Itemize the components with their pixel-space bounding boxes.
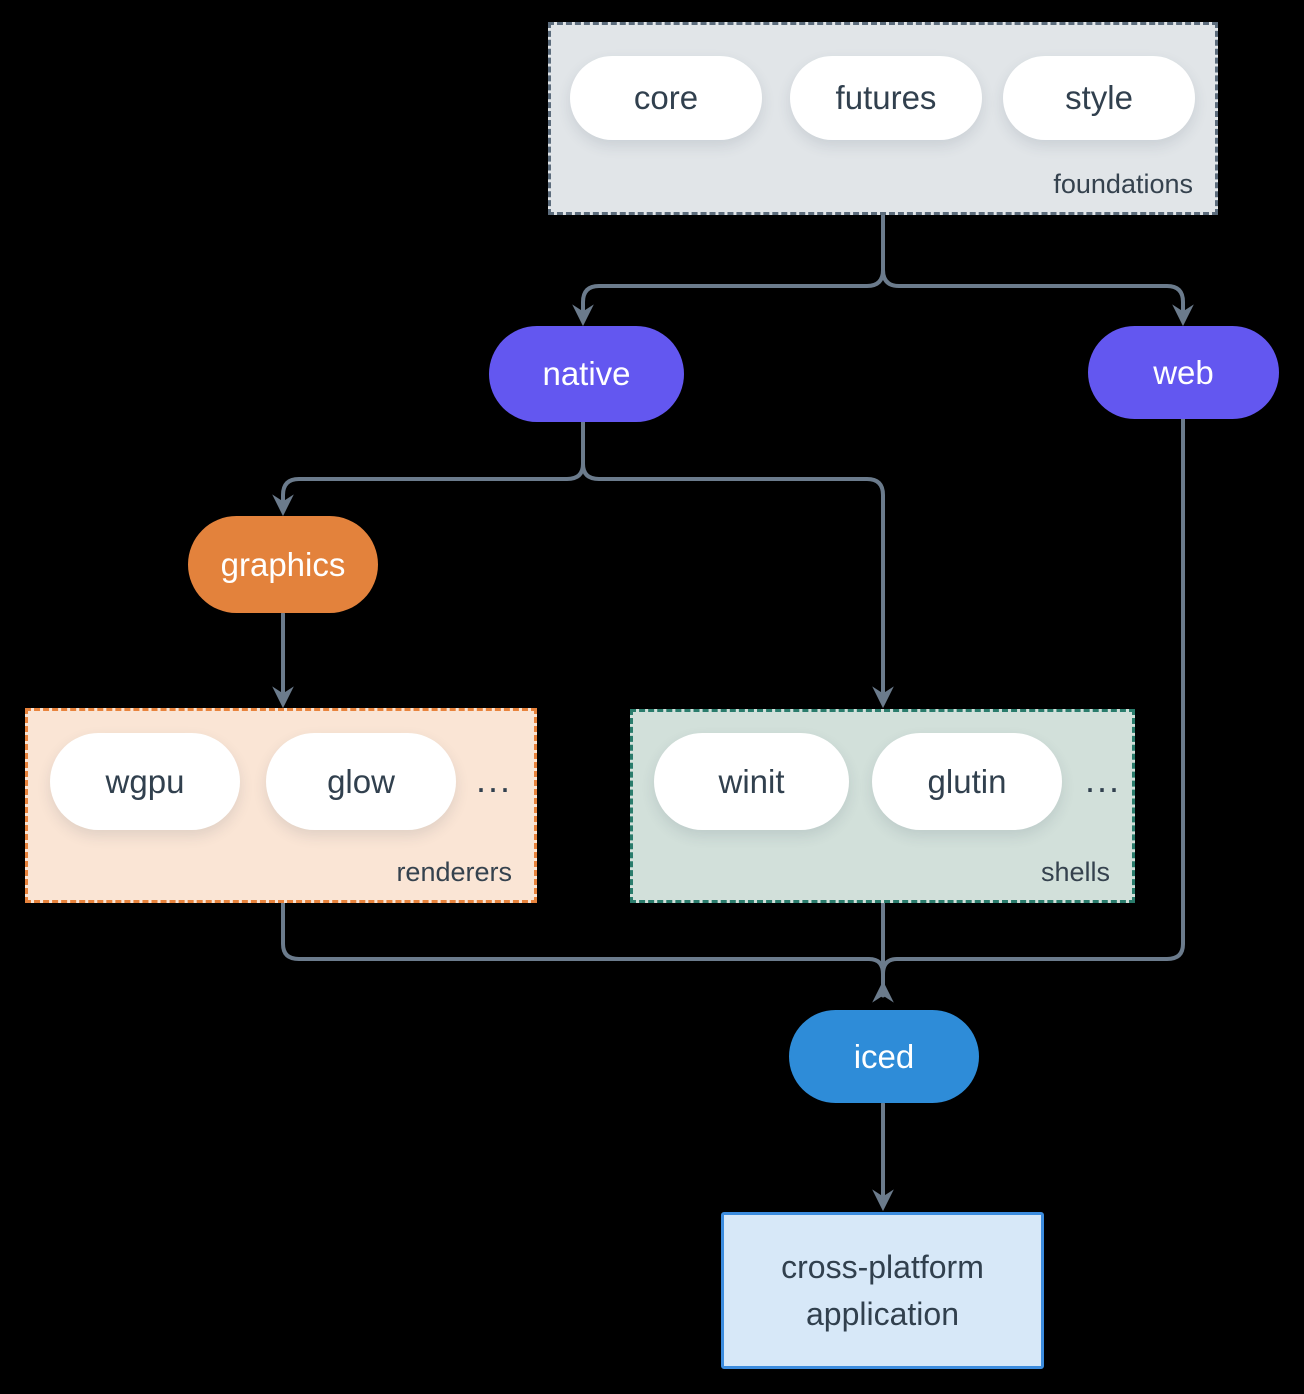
node-graphics: graphics	[188, 516, 378, 613]
edge-renderers-iced	[281, 901, 885, 976]
node-graphics-label: graphics	[220, 545, 346, 583]
node-glutin: glutin	[872, 733, 1062, 830]
app-label-line1: cross-platform	[781, 1248, 984, 1285]
node-glutin-label: glutin	[927, 762, 1007, 800]
edge-native-graphics	[272, 420, 585, 517]
node-iced-label: iced	[853, 1037, 915, 1075]
shells-group: winit glutin ... shells	[630, 709, 1135, 903]
node-winit: winit	[654, 733, 849, 830]
renderers-label: renderers	[396, 857, 512, 887]
node-glow-label: glow	[327, 762, 395, 800]
renderers-ellipsis: ...	[476, 759, 513, 800]
renderers-group: wgpu glow ... renderers	[25, 708, 537, 903]
node-style-label: style	[1065, 79, 1133, 116]
edge-foundations-native	[572, 213, 885, 327]
node-winit-label: winit	[718, 762, 785, 800]
shells-label: shells	[1040, 857, 1110, 887]
node-core: core	[570, 56, 762, 140]
foundations-label: foundations	[1053, 169, 1193, 199]
node-style: style	[1003, 56, 1195, 140]
node-glow: glow	[266, 733, 456, 830]
edge-foundations-web	[881, 268, 1194, 327]
app-label-line2: application	[806, 1295, 959, 1332]
node-web-label: web	[1153, 353, 1214, 391]
node-core-label: core	[633, 79, 699, 116]
node-native-label: native	[542, 355, 631, 392]
node-wgpu: wgpu	[50, 733, 240, 830]
node-web: web	[1088, 326, 1279, 419]
node-native: native	[489, 326, 684, 422]
node-iced: iced	[789, 1010, 979, 1103]
shells-ellipsis: ...	[1085, 759, 1122, 800]
node-wgpu-label: wgpu	[105, 762, 185, 800]
node-futures-label: futures	[835, 79, 937, 116]
foundations-group: core futures style foundations	[548, 22, 1218, 215]
edge-native-shells	[581, 462, 894, 709]
node-futures: futures	[790, 56, 982, 140]
node-cross-platform-application: cross-platform application	[721, 1212, 1044, 1369]
